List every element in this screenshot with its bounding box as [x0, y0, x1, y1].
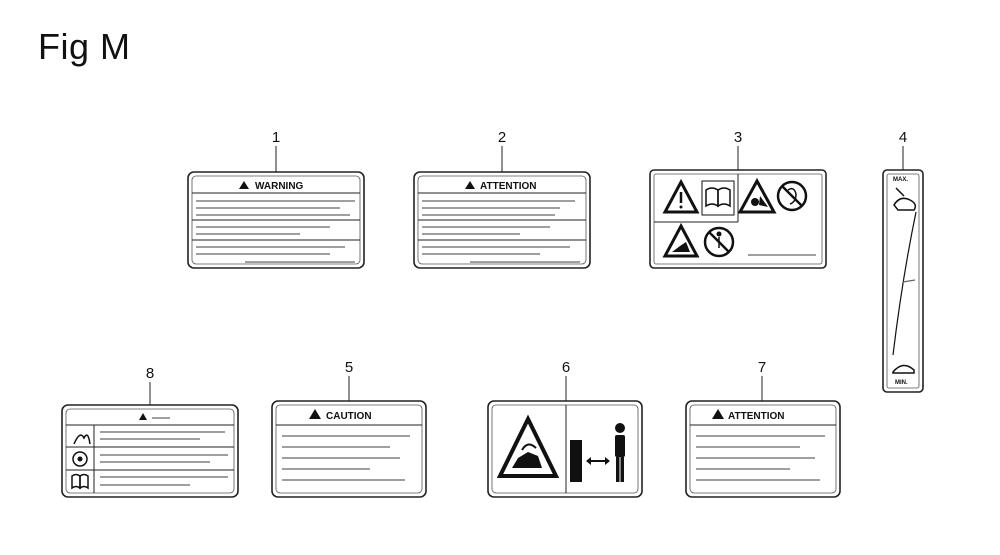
read-manual-icon: [701, 180, 735, 216]
decal-7-header: ATTENTION: [728, 411, 784, 422]
callout-number-8: 8: [146, 365, 154, 382]
warning-triangle-icon: [465, 181, 475, 189]
min-label: MIN.: [895, 380, 908, 386]
keep-distance-icon: [570, 440, 610, 482]
fire-hazard-icon: [73, 434, 91, 445]
decal-5: 5 CAUTION: [271, 359, 427, 498]
figure-title: Fig M: [38, 26, 131, 67]
exclamation-warning-icon: [662, 178, 700, 214]
decal-2-header: ATTENTION: [480, 181, 536, 192]
person-icon: [615, 423, 625, 482]
decal-1-header: WARNING: [255, 181, 304, 192]
decal-3: 3: [649, 129, 827, 269]
callout-number-3: 3: [734, 129, 742, 146]
decal-6: 6: [487, 359, 643, 498]
warning-triangle-icon: [309, 409, 321, 419]
rabbit-fast-icon: [893, 187, 917, 211]
decal-8: 8: [61, 365, 239, 498]
thrown-objects-hazard-icon: [737, 177, 777, 214]
decal-7: 7 ATTENTION: [685, 359, 841, 498]
decal-1: 1 WARNING: [187, 129, 365, 269]
no-bystanders-prohibition-icon: [703, 226, 735, 258]
blade-hazard-icon: [662, 222, 700, 258]
callout-number-1: 1: [272, 129, 280, 146]
no-hands-prohibition-icon: [776, 180, 808, 212]
max-label: MAX.: [893, 177, 908, 183]
callout-number-7: 7: [758, 359, 766, 376]
callout-number-4: 4: [899, 129, 907, 146]
callout-number-2: 2: [498, 129, 506, 146]
decal-4: 4 MAX. MIN.: [882, 129, 924, 393]
decal-8-border: [61, 404, 239, 498]
warning-triangle-icon: [139, 413, 147, 420]
warning-triangle-icon: [239, 181, 249, 189]
gear-icon: [72, 451, 88, 467]
rotating-blade-hazard-icon: [496, 414, 560, 478]
warning-triangle-icon: [712, 409, 724, 419]
decal-2: 2 ATTENTION: [413, 129, 591, 269]
callout-number-5: 5: [345, 359, 353, 376]
decal-5-header: CAUTION: [326, 411, 372, 422]
turtle-slow-icon: [892, 364, 915, 374]
read-manual-icon: [71, 473, 89, 490]
callout-number-6: 6: [562, 359, 570, 376]
